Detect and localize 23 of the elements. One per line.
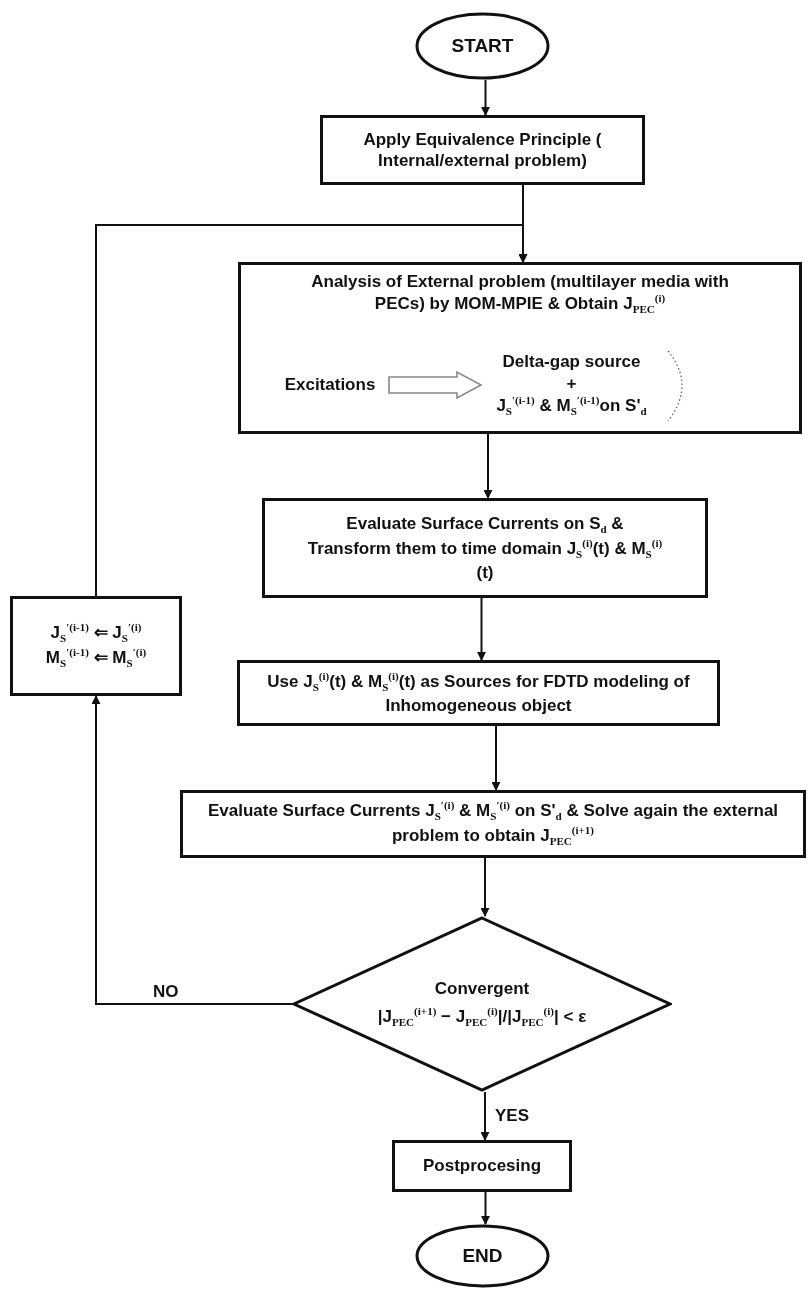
process-box: Apply Equivalence Principle ( Internal/external problem) xyxy=(320,115,645,185)
arrow xyxy=(95,224,528,597)
arrow xyxy=(481,79,490,116)
terminal-ellipse: END xyxy=(415,1224,550,1288)
terminal-ellipse: START xyxy=(415,12,550,80)
arrow xyxy=(483,433,493,499)
process-box: Postprocesing xyxy=(392,1140,572,1192)
arrow xyxy=(91,695,293,1005)
update-box xyxy=(10,596,182,696)
block-arrow xyxy=(388,370,483,400)
arrow xyxy=(477,597,486,661)
node-text: |J$_{PEC}$$^{(i+1)}$ − J$_{PEC}$$^{(i)}$|/|J$_{PEC}$$^{(i)}$| < ε xyxy=(377,1005,587,1031)
arrow xyxy=(480,1091,490,1141)
arrow xyxy=(480,857,490,917)
node-text: + xyxy=(566,372,577,394)
node-text: Convergent xyxy=(434,977,530,1000)
arrow xyxy=(491,725,501,791)
node-text: J$_{S}$$^{′(i-1)}$ & M$_{S}$$^{′(i-1)}$on S'$_{d}$ xyxy=(496,393,647,419)
decision-diamond xyxy=(292,916,672,1092)
process-box: Use J$_{S}$$^{(i)}$(t) & M$_{S}$$^{(i)}$(t) as Sources for FDTD modeling of Inhomogeneous object xyxy=(237,660,720,726)
arrow xyxy=(481,1191,490,1225)
node-text: Delta-gap source xyxy=(502,351,641,373)
node-text: Excitations xyxy=(284,374,376,396)
